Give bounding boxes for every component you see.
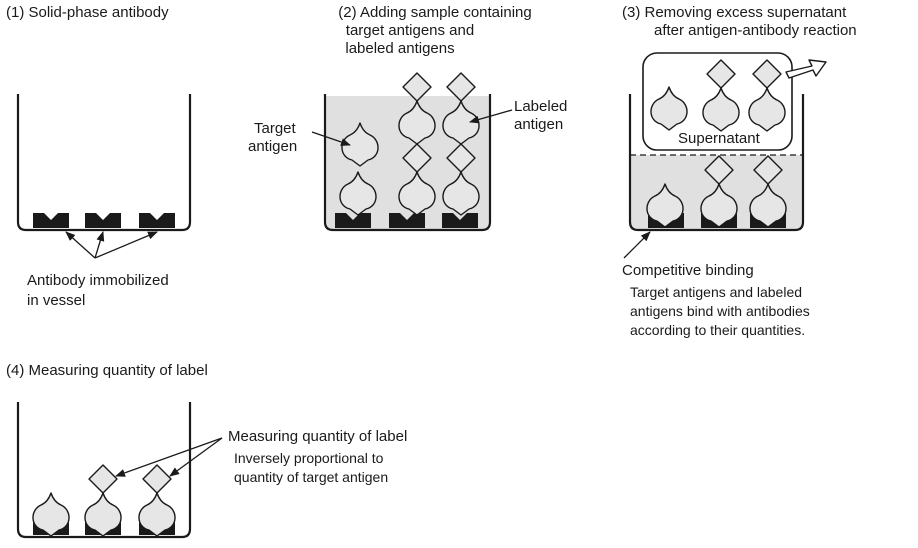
vessel2-antibody-1: [335, 213, 371, 228]
vessel1-antibody-1: [33, 213, 69, 228]
vessel1-antibody-2: [85, 213, 121, 228]
antibody-caption-line1: Antibody immobilized: [27, 272, 169, 289]
labeled-antigen-pointer: [469, 109, 513, 124]
panel2-title-line2: target antigens and: [345, 22, 475, 39]
competitive-binding-line1: Target antigens and labeled: [630, 284, 803, 300]
vessel2-labeled-antigen-4-bulb: [442, 171, 480, 216]
panel1-arrow-middle: [94, 231, 105, 259]
supernatant-target-antigen: [650, 86, 688, 131]
vessel3-bound-labeled-antigen-1-bulb: [700, 183, 738, 228]
vessel2-labeled-antigen-3-bulb: [398, 171, 436, 216]
competitive-binding-line2: antigens bind with antibodies: [630, 303, 810, 319]
labeled-antigen-label-line1: Labeled: [514, 98, 568, 115]
panel1-arrow-left: [65, 231, 96, 259]
measuring-pointer-1: [115, 437, 223, 477]
supernatant-label: Supernatant: [678, 130, 760, 147]
vessel4-bound-target-antigen: [32, 492, 70, 537]
vessel4-bound-labeled-antigen-1-label-diamond: [88, 464, 118, 494]
vessel2-antibody-3: [442, 213, 478, 228]
target-antigen-pointer: [311, 131, 351, 146]
supernatant-removal-arrow: [785, 59, 827, 79]
vessel2-target-antigen-1: [341, 122, 379, 167]
panel3-title-line1: (3) Removing excess supernatant: [622, 4, 847, 21]
vessel3-bound-labeled-antigen-2-bulb: [749, 183, 787, 228]
labeled-antigen-label-line2: antigen: [514, 116, 564, 133]
panel1-arrow-right: [94, 231, 158, 259]
vessel2-antibody-2: [389, 213, 425, 228]
measuring-pointer-2: [169, 437, 223, 477]
vessel-4: [16, 402, 192, 539]
target-antigen-label-line2: antigen: [248, 138, 298, 155]
vessel4-bound-labeled-antigen-2-bulb: [138, 492, 176, 537]
vessel-3: [628, 94, 805, 232]
vessel1-antibody-3: [139, 213, 175, 228]
panel4-title: (4) Measuring quantity of label: [6, 362, 208, 379]
supernatant-labeled-antigen-1-bulb: [702, 87, 740, 132]
competitive-binding-pointer: [623, 231, 651, 259]
panel3-title-line2: after antigen-antibody reaction: [654, 22, 857, 39]
vessel-2: [323, 94, 492, 232]
panel1-title: (1) Solid-phase antibody: [6, 4, 169, 21]
panel2-title-line1: (2) Adding sample containing: [338, 4, 532, 21]
measuring-label-line1: Inversely proportional to: [234, 450, 384, 466]
vessel3-bound-target-antigen: [646, 183, 684, 228]
vessel2-target-antigen-2: [339, 171, 377, 216]
panel2-title-line3: labeled antigens: [345, 40, 455, 57]
measuring-label-title: Measuring quantity of label: [228, 428, 408, 445]
antibody-caption-line2: in vessel: [27, 292, 86, 309]
vessel-1: [16, 94, 192, 232]
competitive-binding-line3: according to their quantities.: [630, 322, 806, 338]
target-antigen-label-line1: Target: [254, 120, 296, 137]
supernatant-labeled-antigen-2-bulb: [748, 87, 786, 132]
vessel4-bound-labeled-antigen-1-bulb: [84, 492, 122, 537]
vessel4-bound-labeled-antigen-2-label-diamond: [142, 464, 172, 494]
measuring-label-line2: quantity of target antigen: [234, 469, 389, 485]
competitive-binding-title: Competitive binding: [622, 262, 754, 279]
